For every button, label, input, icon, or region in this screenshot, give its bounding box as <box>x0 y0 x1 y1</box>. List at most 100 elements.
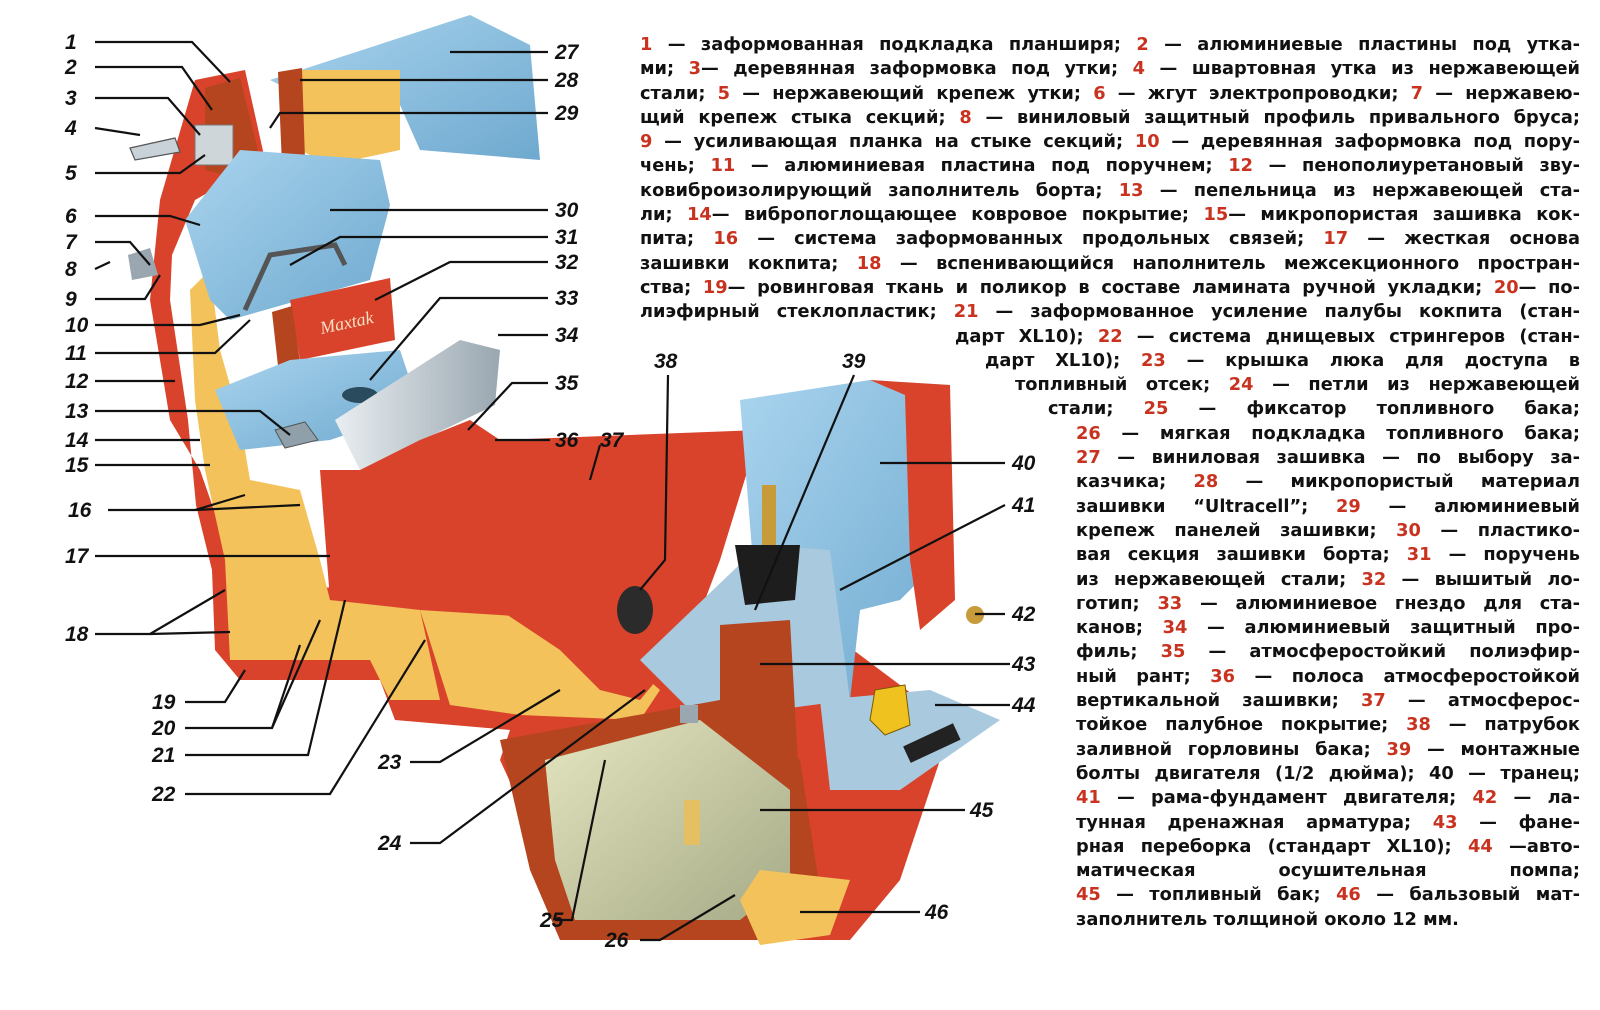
legend-item-text: — по- <box>1518 276 1581 298</box>
callout-16: 16 <box>68 499 92 522</box>
legend-item-text: — швартовная утка из нержавеющей <box>1145 58 1581 80</box>
callout-9: 9 <box>65 288 77 311</box>
callout-2: 2 <box>64 56 77 79</box>
callout-43: 43 <box>1011 653 1036 676</box>
legend-item-text: дарт XL10); <box>985 349 1142 371</box>
legend-line: казчика; 28 — микропористый материал <box>1076 470 1580 494</box>
legend-item-text: пита; <box>640 228 714 250</box>
legend-line: вертикальной зашивки; 37 — атмосферос- <box>1076 689 1580 713</box>
legend-line: тойкое палубное покрытие; 38 — патрубок <box>1076 713 1580 737</box>
legend-item-number: 25 <box>1143 398 1169 420</box>
legend-item-text: тойкое палубное покрытие; <box>1076 714 1407 736</box>
legend-item-text: ли; <box>640 204 688 226</box>
callout-14: 14 <box>65 429 89 452</box>
callout-45: 45 <box>969 799 994 822</box>
legend-item-number: 13 <box>1118 179 1144 201</box>
bilge-pump-platform <box>820 690 1000 790</box>
legend-item-text: — ровинговая ткань и поликор в составе л… <box>727 276 1494 298</box>
legend-line: матическая осушительная помпа; <box>1076 859 1580 883</box>
leader-lines <box>94 40 1010 942</box>
callout-17: 17 <box>65 545 90 568</box>
legend-line: ный рант; 36 — полоса атмосферостойкой <box>1076 665 1580 689</box>
legend-line: ми; 3— деревянная заформовка под утки; 4… <box>640 57 1580 81</box>
callout-33: 33 <box>555 287 579 310</box>
legend-text: 1 — заформованная подкладка планширя; 2 … <box>640 33 1580 993</box>
legend-item-number: 15 <box>1203 204 1229 226</box>
callout-39: 39 <box>842 350 866 373</box>
cockpit-deck <box>320 420 760 700</box>
legend-item-text: — алюминиевые пластины под утка- <box>1148 34 1580 55</box>
legend-item-text: — виниловый защитный профиль привального… <box>971 106 1580 128</box>
legend-item-number: 31 <box>1406 544 1432 566</box>
legend-item-text: — пепельница из нержавеющей ста- <box>1143 179 1580 201</box>
legend-item-text: вая секция зашивки борта; <box>1076 544 1407 566</box>
logo-pad <box>290 278 395 360</box>
legend-item-number: 19 <box>702 276 728 298</box>
callout-20: 20 <box>151 717 176 740</box>
legend-line: 9 — усиливающая планка на стыке секций; … <box>640 130 1580 154</box>
legend-line: 1 — заформованная подкладка планширя; 2 … <box>640 33 1580 57</box>
callout-28: 28 <box>554 69 579 92</box>
callout-31: 31 <box>555 226 578 249</box>
legend-item-number: 14 <box>687 204 712 226</box>
plastic-side-panel <box>185 150 390 320</box>
legend-item-number: 32 <box>1361 568 1387 590</box>
legend-item-number: 38 <box>1406 714 1431 736</box>
cleat <box>129 137 181 161</box>
legend-item-text: болты двигателя (1/2 дюйма); 40 — транец… <box>1076 762 1580 784</box>
legend-line: заполнитель толщиной около 12 мм. <box>1076 908 1580 932</box>
legend-line: зашивки “Ultracell”; 29 — алюминиевый <box>1076 495 1580 519</box>
legend-item-text: — нержавею- <box>1423 82 1580 104</box>
legend-item-number: 10 <box>1134 131 1160 153</box>
legend-item-text: ства; <box>640 276 703 298</box>
callout-10: 10 <box>65 314 89 337</box>
legend-line: крепеж панелей зашивки; 30 — пластико- <box>1076 519 1580 543</box>
legend-item-number: 33 <box>1157 592 1183 614</box>
legend-item-number: 28 <box>1193 471 1219 493</box>
callout-8: 8 <box>65 258 77 281</box>
legend-item-text: — рама-фундамент двигателя; <box>1100 787 1473 809</box>
engine-mount-body <box>735 545 800 605</box>
legend-item-text: — заформованная подкладка планширя; <box>652 34 1137 55</box>
callout-36: 36 <box>555 429 579 452</box>
legend-line: ковиброизолирующий заполнитель борта; 13… <box>640 179 1580 203</box>
panel-wood-edge <box>278 68 305 165</box>
pump-switch <box>903 723 961 763</box>
legend-item-text: — вибропоглощающее ковровое покрытие; <box>711 204 1204 226</box>
legend-item-number: 30 <box>1396 519 1421 541</box>
fuel-tank <box>545 720 790 920</box>
engine-mount-bolt <box>762 485 776 545</box>
legend-item-text: топливный отсек; <box>1015 374 1229 396</box>
legend-item-text: стали; <box>1048 398 1144 420</box>
legend-item-number: 11 <box>710 155 736 177</box>
legend-line: 41 — рама-фундамент двигателя; 42 — ла- <box>1076 786 1580 810</box>
legend-line: готип; 33 — алюминиевое гнездо для ста- <box>1076 592 1580 616</box>
legend-item-text: — деревянная заформовка под пору- <box>1159 131 1580 153</box>
legend-item-number: 36 <box>1210 665 1235 687</box>
legend-item-number: 26 <box>1076 422 1101 444</box>
legend-item-number: 2 <box>1136 34 1149 55</box>
legend-item-text: стали; <box>640 82 718 104</box>
legend-item-text: — жгут электропроводки; <box>1105 82 1411 104</box>
legend-item-number: 34 <box>1162 617 1188 639</box>
callout-12: 12 <box>65 370 89 393</box>
legend-item-number: 35 <box>1160 641 1186 663</box>
callout-4: 4 <box>64 117 77 140</box>
legend-item-text: — вышитый ло- <box>1386 568 1580 590</box>
legend-item-text: — нержавеющий крепеж утки; <box>730 82 1094 104</box>
legend-item-number: 42 <box>1472 787 1498 809</box>
legend-item-text: филь; <box>1076 641 1161 663</box>
legend-item-text: — алюминиевое гнездо для ста- <box>1182 592 1581 614</box>
legend-item-text: — патрубок <box>1430 714 1580 736</box>
callout-41: 41 <box>1011 494 1035 517</box>
legend-item-text: — микропористая зашивка кок- <box>1228 204 1580 226</box>
callout-30: 30 <box>555 199 579 222</box>
legend-item-number: 12 <box>1228 155 1254 177</box>
legend-item-text: дарт XL10); <box>955 325 1098 347</box>
legend-line: зашивки кокпита; 18 — вспенивающийся нап… <box>640 252 1580 276</box>
legend-item-text: вертикальной зашивки; <box>1076 690 1361 712</box>
legend-item-text: — вспенивающийся наполнитель межсекционн… <box>881 252 1580 274</box>
callout-29: 29 <box>554 102 579 125</box>
callout-42: 42 <box>1011 603 1036 626</box>
legend-item-number: 23 <box>1141 349 1166 371</box>
